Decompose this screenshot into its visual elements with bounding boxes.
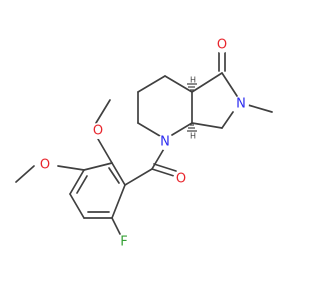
molecule-structure: N N O O O O F H H — [15, 37, 273, 250]
bond-ar-c2-o-top — [97, 138, 113, 164]
bond-ar-c3-c4-inner — [76, 175, 88, 194]
bond-carbonyl-c1 — [124, 168, 153, 186]
bond-ar-c3-o-left — [57, 165, 85, 171]
bond-carbonyl-o-a — [151, 168, 175, 177]
atom-o-methoxy-left: O — [37, 157, 53, 173]
atom-o-methoxy-top: O — [90, 123, 106, 139]
bond-o-top-methyl — [95, 99, 111, 124]
atom-n1: N — [157, 134, 173, 150]
bond-c4a-c5 — [191, 72, 223, 93]
bond-c5-n6 — [221, 72, 238, 97]
bond-n1-carbonyl — [151, 146, 166, 170]
bond-ar-c4-c5 — [69, 193, 85, 219]
bond-n6-c7 — [221, 111, 234, 129]
atom-f-label: F — [120, 235, 127, 250]
bond-ar-c6-c1 — [111, 184, 126, 219]
atom-n6: N — [233, 96, 249, 112]
hash-wedge-c7a — [187, 124, 197, 132]
bond-c3-c4 — [137, 75, 166, 93]
atom-o-ketone: O — [214, 37, 230, 53]
atom-f: F — [116, 234, 132, 250]
bond-ar-c1-c2 — [111, 162, 126, 186]
atom-o-ketone-label: O — [217, 38, 227, 53]
stereo-h-c4a: H — [190, 76, 196, 85]
bond-ar-c6-f — [111, 217, 121, 235]
bond-c4-c4a — [164, 75, 193, 93]
molecule-canvas: N N O O O O F H H — [15, 37, 273, 250]
atom-o-amide: O — [173, 171, 189, 187]
bond-ar-c3-c4 — [69, 169, 85, 195]
bond-c7a-n1 — [171, 122, 193, 136]
atom-o-methoxy-top-label: O — [93, 124, 103, 139]
stereo-h-c7a: H — [190, 132, 196, 141]
atom-n6-label: N — [236, 97, 246, 112]
bond-c7-c7a — [191, 122, 223, 129]
atom-o-methoxy-left-label: O — [40, 158, 50, 173]
bond-ar-c2-c3 — [83, 162, 113, 171]
bond-o-left-methyl — [15, 165, 35, 183]
bond-carbonyl-o-b — [153, 163, 177, 172]
bond-n6-methyl — [247, 104, 273, 113]
bond-ar-c1-c2-inner — [108, 167, 120, 184]
atom-n1-label: N — [160, 135, 170, 150]
hash-wedge-c4a — [187, 83, 197, 91]
atom-o-amide-label: O — [176, 172, 186, 187]
